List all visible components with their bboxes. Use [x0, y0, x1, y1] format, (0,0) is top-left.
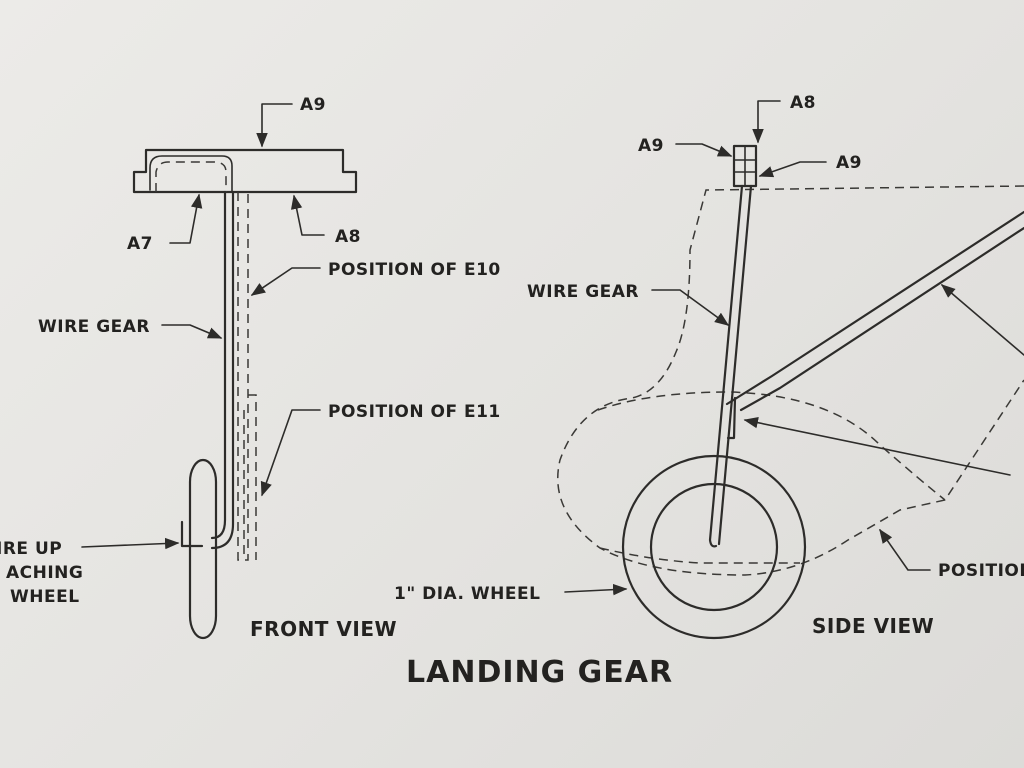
label-a8-top: A8	[790, 93, 816, 113]
label-a9-top: A9	[300, 95, 326, 115]
side-wire-gear-strut-inner	[717, 184, 753, 546]
label-position-side: POSITIOI	[938, 561, 1024, 581]
leader-wire-gear-front	[161, 324, 223, 339]
label-a7: A7	[127, 234, 153, 254]
leader-a7	[169, 193, 203, 244]
leader-wire-gear-side	[651, 289, 730, 326]
side-wire-gear-strut	[708, 184, 744, 548]
label-wire-up-line2: ACHING	[6, 563, 83, 583]
label-position-e10: POSITION OF E10	[328, 260, 501, 280]
side-brace-lower	[726, 396, 737, 440]
leader-brace-arrow-upper	[940, 284, 1024, 356]
front-axle-hook	[180, 520, 204, 548]
side-wheel-inner	[649, 482, 779, 612]
leader-wheel	[564, 583, 628, 596]
side-brace-upper-2	[739, 226, 1024, 412]
leader-brace-arrow	[743, 416, 1011, 476]
leader-a8	[290, 194, 325, 236]
front-hidden-wire	[155, 161, 227, 192]
front-view: A9 A7 A8 POSITION OF E10 WIRE GEAR POSIT…	[0, 95, 501, 641]
label-wire-up-line1: IRE UP	[0, 539, 62, 559]
label-side-view: SIDE VIEW	[812, 614, 934, 638]
side-fuselage-outline	[557, 185, 1024, 576]
front-mount-inner-bend	[149, 155, 233, 193]
leader-position-e10	[250, 267, 321, 296]
side-fuselage-outline-lower	[599, 547, 800, 564]
label-wire-gear-side: WIRE GEAR	[527, 282, 639, 302]
leader-position-side	[879, 528, 931, 571]
label-wire-gear-front: WIRE GEAR	[38, 317, 150, 337]
side-brace-upper	[725, 210, 1024, 406]
label-position-e11: POSITION OF E11	[328, 402, 501, 422]
diagram-title: LANDING GEAR	[406, 655, 673, 690]
leader-position-e11	[260, 409, 321, 497]
label-a8: A8	[335, 227, 361, 247]
front-wire-gear-strut	[210, 190, 227, 540]
side-fuselage-inner-curve	[597, 391, 946, 501]
front-position-e10-outline	[237, 192, 249, 561]
leader-a9-right	[758, 161, 827, 178]
front-wheel	[188, 458, 218, 640]
leader-a9-top	[256, 103, 293, 148]
side-wheel-outer	[621, 454, 807, 640]
label-a9-left: A9	[638, 136, 664, 156]
leader-a9-left	[675, 143, 733, 157]
leader-wire-up	[81, 537, 180, 550]
label-wheel: 1" DIA. WHEEL	[394, 584, 540, 604]
front-mount-block	[132, 148, 358, 194]
side-view: A8 A9 A9 WIRE GEAR 1" DIA. WHEEL POSITIO…	[394, 93, 1024, 640]
label-a9-right: A9	[836, 153, 862, 173]
leader-a8-top	[752, 100, 781, 144]
front-position-e11-outline	[248, 394, 257, 560]
label-wire-up-line3: WHEEL	[10, 587, 80, 607]
label-front-view: FRONT VIEW	[250, 617, 397, 641]
